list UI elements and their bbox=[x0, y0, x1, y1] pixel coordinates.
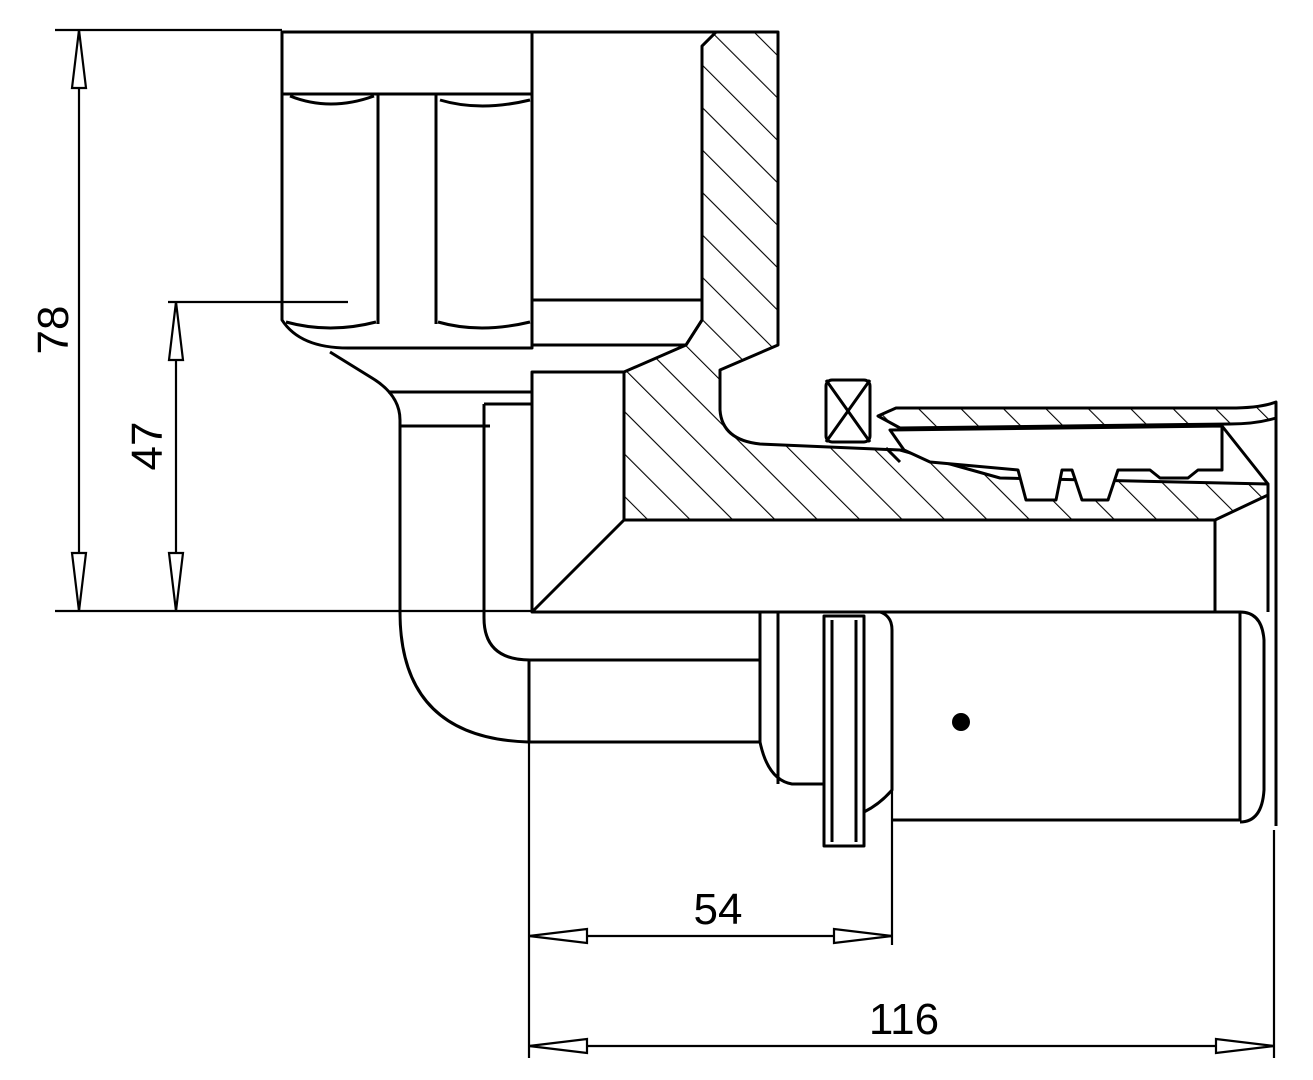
dimension-label-78: 78 bbox=[29, 306, 78, 355]
elbow-body-exterior bbox=[280, 30, 760, 744]
press-sleeve-section bbox=[876, 400, 1278, 502]
elbow-body-section bbox=[530, 30, 1270, 614]
press-sleeve-exterior bbox=[758, 402, 1278, 848]
dimension-label-54: 54 bbox=[694, 885, 743, 934]
dimension-label-116: 116 bbox=[869, 995, 939, 1044]
dimension-label-47: 47 bbox=[123, 422, 172, 471]
inspection-hole-marker bbox=[952, 713, 970, 731]
o-ring-seal bbox=[824, 378, 872, 444]
dimension-arrows bbox=[70, 29, 1275, 1055]
